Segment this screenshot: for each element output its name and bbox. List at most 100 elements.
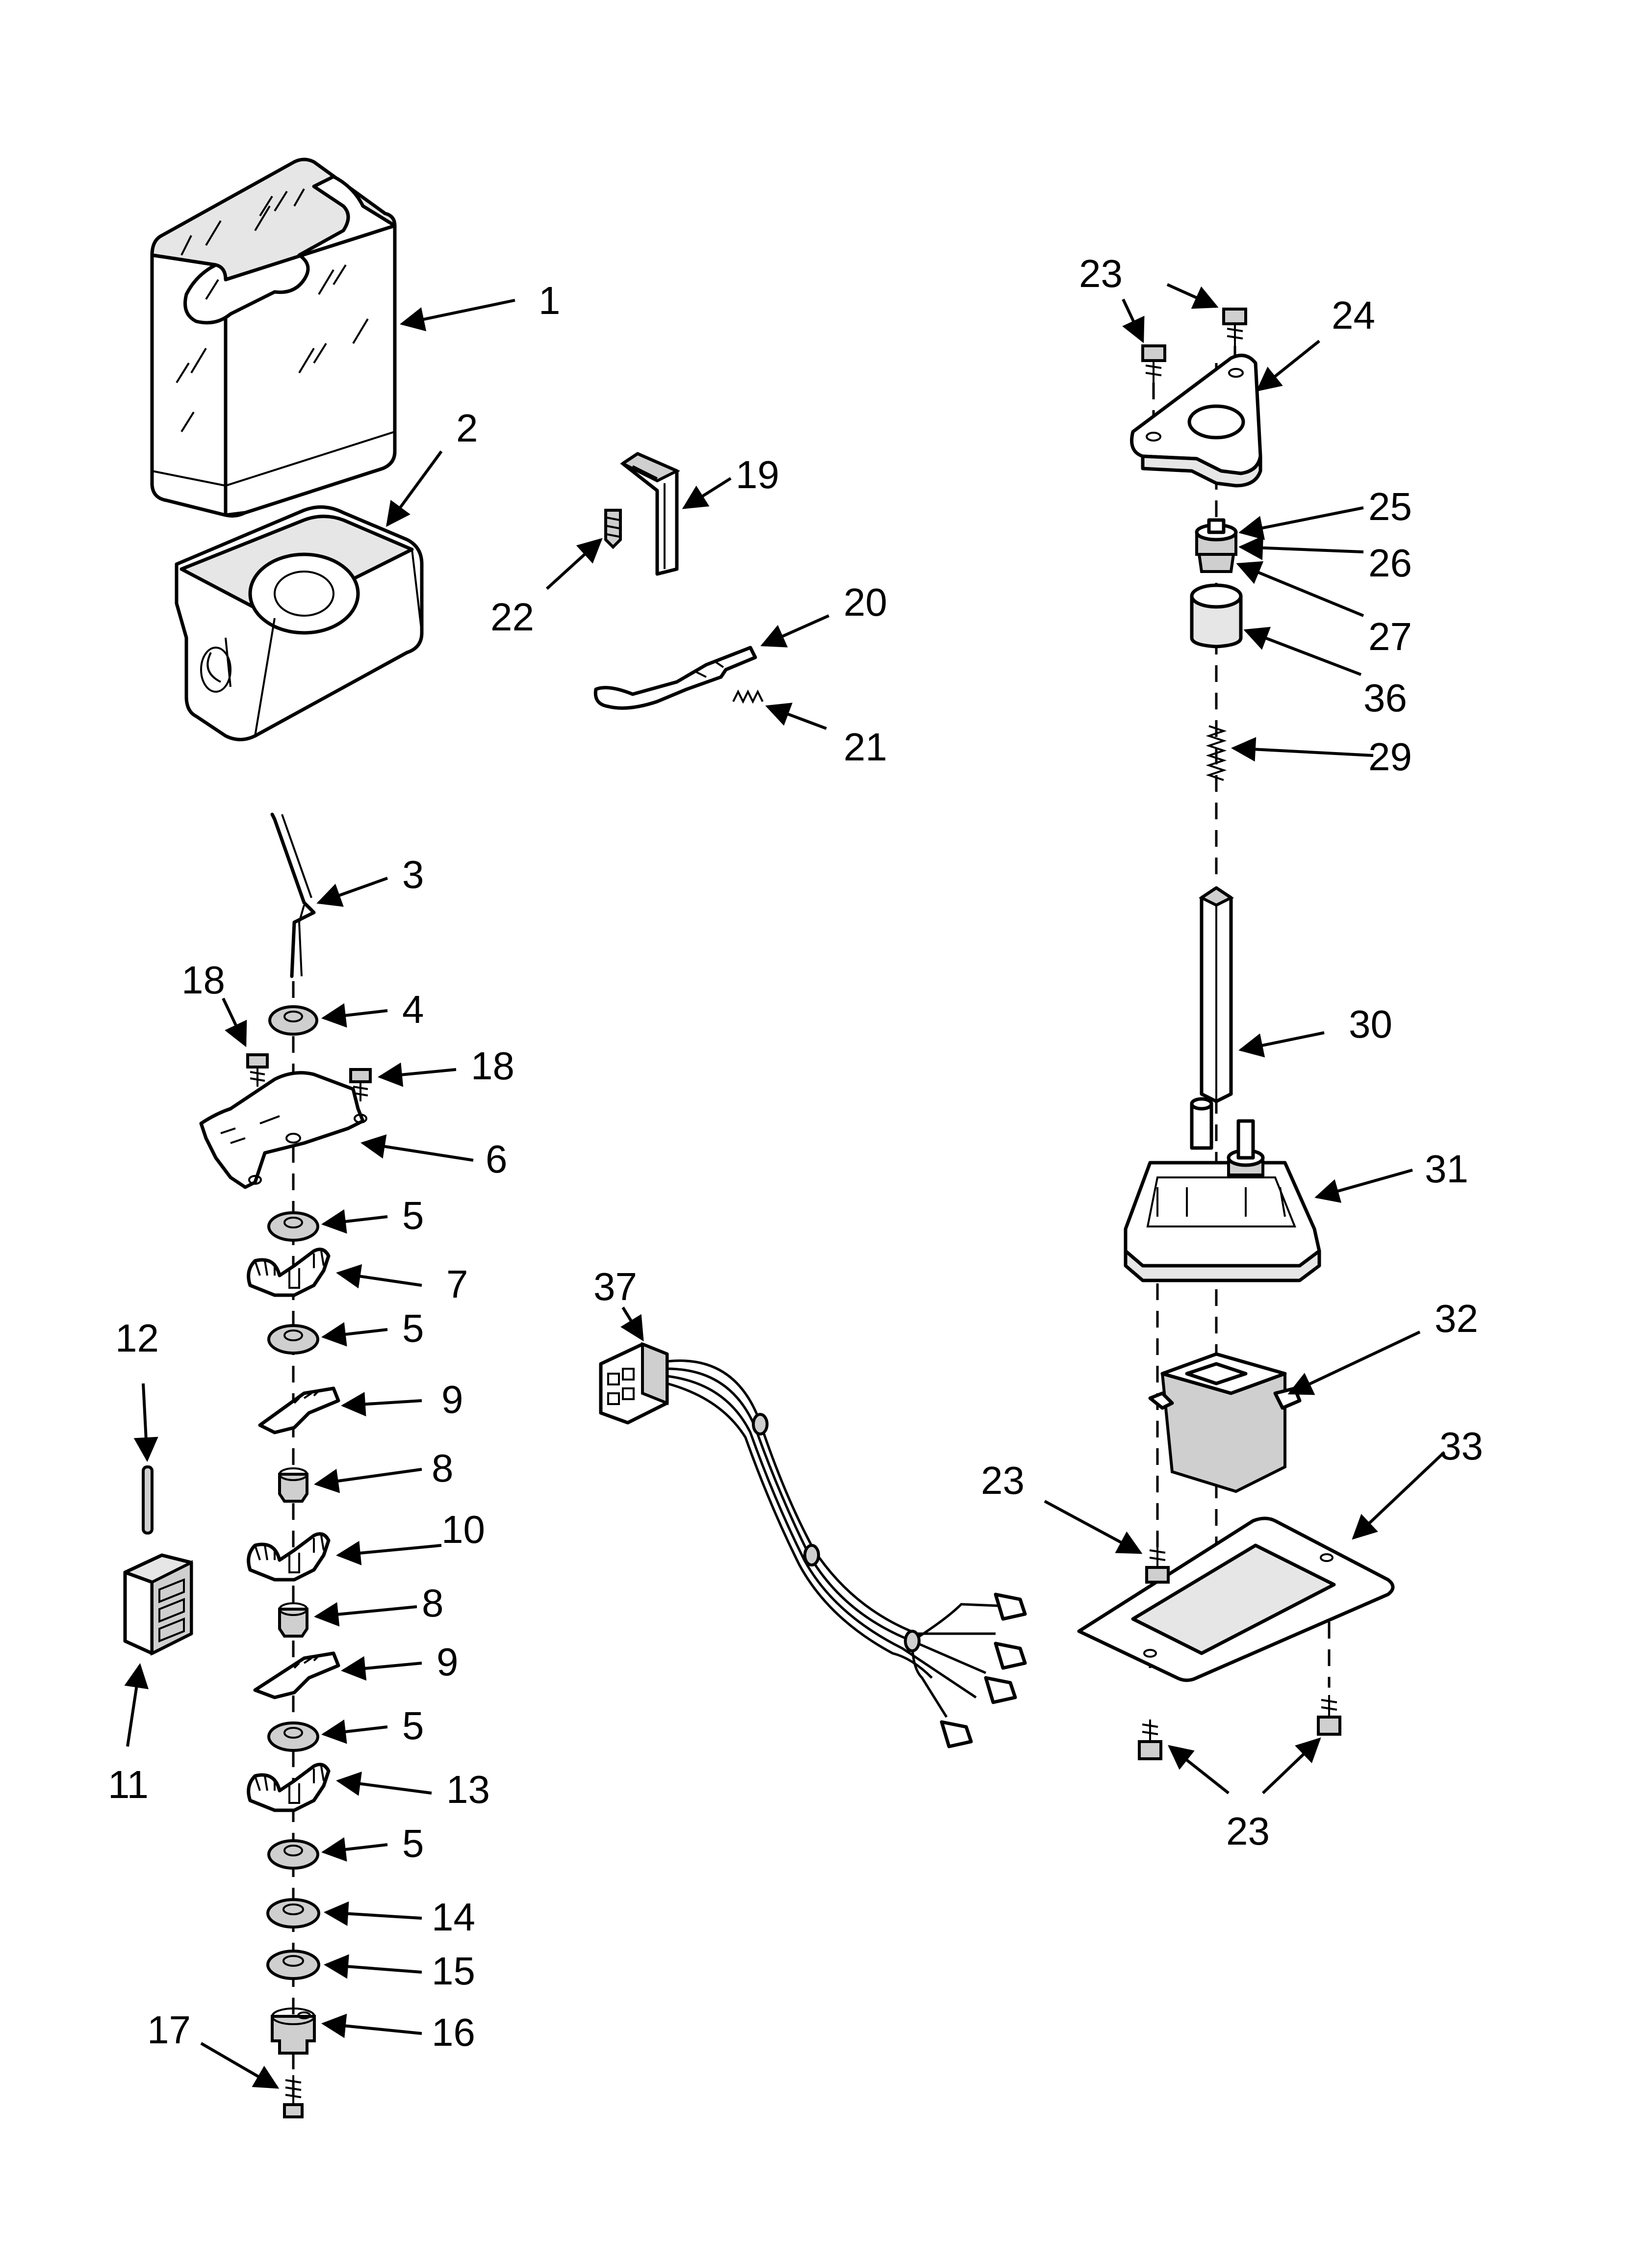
callout-5b: 5 [402, 1306, 424, 1350]
leader-3 [316, 877, 388, 907]
leader-30 [1238, 1031, 1325, 1058]
leader-33 [1352, 1451, 1446, 1540]
callout-23a: 23 [1079, 252, 1123, 295]
cutter-plate-part-9b [253, 1651, 340, 1699]
switch-part-25-26-27 [1195, 518, 1238, 573]
callout-14: 14 [432, 1895, 475, 1939]
leader-20 [760, 614, 830, 648]
screw-part-23d [1138, 1720, 1162, 1760]
callout-13: 13 [446, 1768, 490, 1811]
leader-1 [400, 299, 515, 332]
callout-5a: 5 [402, 1194, 424, 1237]
callout-26: 26 [1368, 541, 1412, 585]
callout-12: 12 [115, 1316, 159, 1360]
screw-part-23e [1317, 1695, 1341, 1736]
leader-23a [1122, 298, 1145, 343]
leader-10 [336, 1540, 442, 1565]
washer-part-5a [267, 1211, 319, 1242]
callout-4: 4 [402, 988, 424, 1031]
leader-16 [321, 2013, 422, 2038]
washer-part-14 [266, 1898, 320, 1929]
screw-part-18a [246, 1053, 269, 1087]
callout-9b: 9 [436, 1640, 459, 1684]
shaft-part-30 [1199, 886, 1234, 1103]
callout-1: 1 [539, 279, 561, 322]
leader-12 [133, 1383, 158, 1462]
screw-part-23c [1145, 1545, 1170, 1584]
leader-5d [321, 1837, 388, 1862]
lever-part-20 [593, 646, 757, 710]
callout-18a: 18 [181, 958, 225, 1002]
leader-7 [336, 1264, 422, 1289]
block-part-11 [123, 1553, 193, 1656]
cutter-part-13 [247, 1763, 331, 1812]
leader-18a [222, 997, 247, 1047]
leader-11 [124, 1663, 149, 1747]
washer-part-4 [268, 1005, 318, 1036]
bracket-part-19 [620, 452, 681, 576]
cutter-part-10 [247, 1532, 331, 1582]
leader-23c-1 [1168, 1745, 1230, 1795]
auger-rod-part-3 [270, 812, 316, 978]
bin-base-part-2 [175, 505, 424, 741]
callout-5c: 5 [402, 1704, 424, 1747]
leader-37 [620, 1306, 644, 1342]
bushing-part-8a [278, 1467, 308, 1503]
callout-9a: 9 [441, 1378, 463, 1421]
leader-6 [360, 1134, 474, 1162]
plate-part-6 [199, 1071, 367, 1189]
washer-part-5b [267, 1324, 319, 1355]
callout-16: 16 [432, 2010, 475, 2054]
leader-23b [1044, 1500, 1143, 1554]
gear-housing-part-31 [1124, 1097, 1321, 1282]
cup-part-36 [1190, 583, 1243, 649]
bracket-part-24 [1130, 353, 1262, 488]
leader-21 [765, 703, 827, 730]
ice-bin-part-1 [150, 157, 397, 518]
callout-5d: 5 [402, 1822, 424, 1865]
leader-14 [324, 1901, 422, 1926]
cutter-part-7 [247, 1248, 331, 1297]
leader-23a-2 [1166, 283, 1219, 309]
screw-part-22 [604, 509, 622, 549]
callout-30: 30 [1349, 1002, 1392, 1046]
callout-19: 19 [736, 453, 779, 496]
callout-27: 27 [1368, 615, 1412, 658]
hub-part-16 [271, 2007, 316, 2055]
wire-harness-part-37 [599, 1342, 1027, 1748]
cover-plate-part-33 [1077, 1516, 1395, 1682]
callout-31: 31 [1425, 1147, 1468, 1191]
leader-36 [1243, 626, 1362, 676]
callout-8b: 8 [422, 1581, 444, 1625]
pin-part-12 [142, 1465, 154, 1535]
callout-33: 33 [1439, 1424, 1483, 1468]
leader-5b [321, 1322, 388, 1347]
leader-8a [314, 1468, 422, 1493]
callout-29: 29 [1368, 735, 1412, 779]
callout-18b: 18 [471, 1044, 514, 1088]
leader-2 [386, 450, 443, 527]
callout-23c: 23 [1226, 1809, 1270, 1853]
leader-25 [1238, 506, 1364, 540]
callout-32: 32 [1435, 1297, 1478, 1340]
leader-29 [1231, 737, 1374, 762]
callout-36: 36 [1363, 676, 1407, 720]
leader-26 [1238, 535, 1364, 560]
spring-part-21 [732, 689, 764, 704]
callout-6: 6 [486, 1137, 508, 1181]
leader-13 [336, 1772, 432, 1796]
callout-11: 11 [108, 1763, 149, 1806]
callout-10: 10 [441, 1508, 485, 1551]
callout-7: 7 [446, 1262, 468, 1306]
spring-part-29 [1206, 725, 1227, 781]
leader-9a [341, 1392, 422, 1417]
callout-37: 37 [593, 1265, 637, 1308]
washer-part-5d [267, 1839, 319, 1870]
callout-20: 20 [844, 580, 887, 624]
leader-32 [1287, 1330, 1421, 1395]
leader-5a [321, 1209, 388, 1234]
callout-21: 21 [844, 725, 887, 769]
motor-part-32 [1148, 1352, 1302, 1493]
leader-8b [314, 1602, 417, 1627]
